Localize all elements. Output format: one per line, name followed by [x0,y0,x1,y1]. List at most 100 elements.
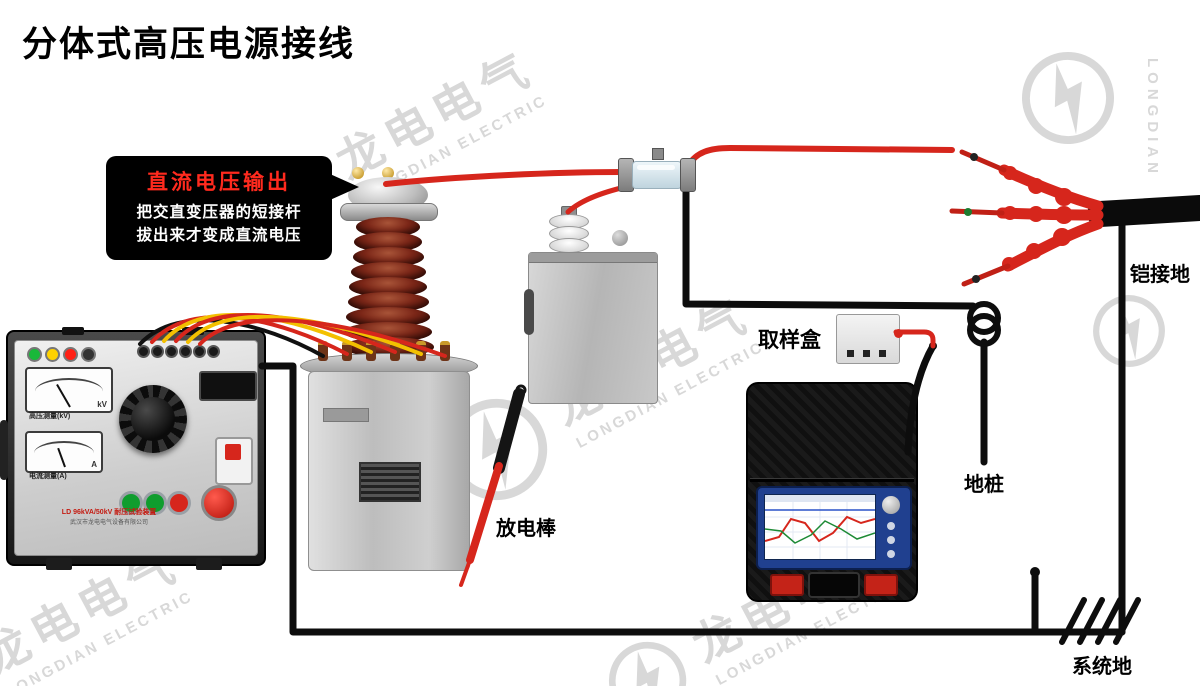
tester-button [887,550,895,558]
sampling-terminal-red [894,329,903,338]
insulator-rib [350,262,426,282]
ground-wire-coil [967,301,1001,347]
coupling-top-bolt [652,148,664,160]
system-ground-label: 系统地 [1072,656,1132,678]
insulator-rib [349,277,427,297]
lv-bushing [366,341,376,361]
indicator-light-green [27,347,42,362]
armor-ground-label: 铠接地 [1130,264,1190,286]
insulator-rib [354,232,422,252]
sampling-port [847,350,854,357]
meter-unit: A [91,460,97,469]
portable-tester [746,382,918,602]
circuit-breaker [215,437,253,485]
start-button-green [119,491,143,515]
tester-button [887,536,895,544]
dc-output-callout: 直流电压输出 把交直变压器的短接杆 拔出来才变成直流电压 [106,156,359,260]
stop-button-red [167,491,191,515]
insulator-rib [352,247,424,267]
sampling-box-device [836,314,903,364]
lv-bushing [390,341,400,361]
tank-nameplate [323,408,369,422]
callout-arrow [330,174,359,200]
tester-button [887,522,895,530]
breaker-rocker [225,444,241,460]
waveform-display [764,495,876,559]
lv-bushing [342,341,352,361]
output-terminal-post [207,345,220,358]
watermark-logo-topright [1000,30,1135,165]
tester-screen [764,494,876,560]
console-nameplate: LD 96kVA/50kV 耐压试验装置 武汉市龙电电气设备有限公司 [23,507,195,526]
filter-capacitor [524,200,658,404]
tester-handle [808,572,860,598]
lv-bushing [416,341,426,361]
watermark-vertical-text: LONGDIAN [1144,58,1161,178]
longdian-logo-icon [591,624,705,686]
start-button-green [143,491,167,515]
capacitor-insulator [549,206,589,253]
capacitor-ground-terminal [612,230,628,246]
tester-latch-red [864,574,898,596]
console-top-latch [62,327,84,335]
sampling-port [879,350,886,357]
timer-display [199,371,257,401]
watermark-logo-right [1076,278,1181,383]
capacitor-tank [524,252,658,404]
capacitor-handle [524,289,534,335]
callout-line2: 拔出来才变成直流电压 [136,227,302,245]
coupling-device [618,148,696,198]
longdian-logo-icon [1000,30,1135,165]
page-title: 分体式高压电源接线 [22,25,356,64]
output-terminal-post [179,345,192,358]
lv-bushing [318,341,328,361]
current-meter: A [25,431,103,473]
callout-line1: 把交直变压器的短接杆 [136,204,302,221]
output-terminal-post [151,345,164,358]
discharge-rod-label: 放电棒 [496,518,556,540]
wire-junction [929,342,937,350]
sampling-box-label: 取样盒 [758,329,821,352]
voltage-regulator-knob [119,385,187,453]
lv-bushing [440,341,450,361]
tester-latch-red [770,574,804,596]
transformer-tank [308,371,470,571]
indicator-light-dark [81,347,96,362]
tester-control-deck [756,486,912,570]
control-console: kV 高压测量(kV) A 电流测量(A) LD 96kVA/50kV 耐压试验… [0,327,266,570]
indicator-light-yellow [45,347,60,362]
system-ground-symbol [1059,597,1141,645]
output-terminal-post [137,345,150,358]
meter-scale [34,441,94,465]
tester-rotary-knob [882,496,900,514]
voltage-meter: kV [25,367,113,413]
meter-unit: kV [97,400,107,409]
console-front-panel: kV 高压测量(kV) A 电流测量(A) LD 96kVA/50kV 耐压试验… [14,340,258,556]
longdian-logo-icon [1076,278,1181,383]
ground-stub-lug [1030,567,1040,577]
output-terminal-post [165,345,178,358]
console-top-latch [182,327,204,335]
coupling-end-cap [680,158,696,192]
indicator-light-red [63,347,78,362]
insulator-rib [356,217,420,237]
ground-stake-label: 地桩 [964,474,1004,496]
meter-scale [35,378,103,404]
console-side-handle [0,420,8,480]
insulator-disc [549,238,589,253]
voltage-meter-label: 高压测量(kV) [29,413,71,420]
tester-lid-seam [750,478,914,482]
console-bottom-latch [196,558,222,570]
insulator-rib [347,292,429,312]
callout-heading: 直流电压输出 [147,171,291,194]
sampling-port [863,350,870,357]
coupling-glass-body [632,161,682,189]
capacitor-tank-lip [529,253,657,263]
watermark-en-text: LONGDIAN ELECTRIC [2,587,197,686]
nameplate-company-text: 武汉市龙电电气设备有限公司 [69,520,148,526]
emergency-stop-button [201,485,237,521]
tank-vent-grille [359,462,421,502]
console-bottom-latch [46,558,72,570]
output-terminal-post [193,345,206,358]
